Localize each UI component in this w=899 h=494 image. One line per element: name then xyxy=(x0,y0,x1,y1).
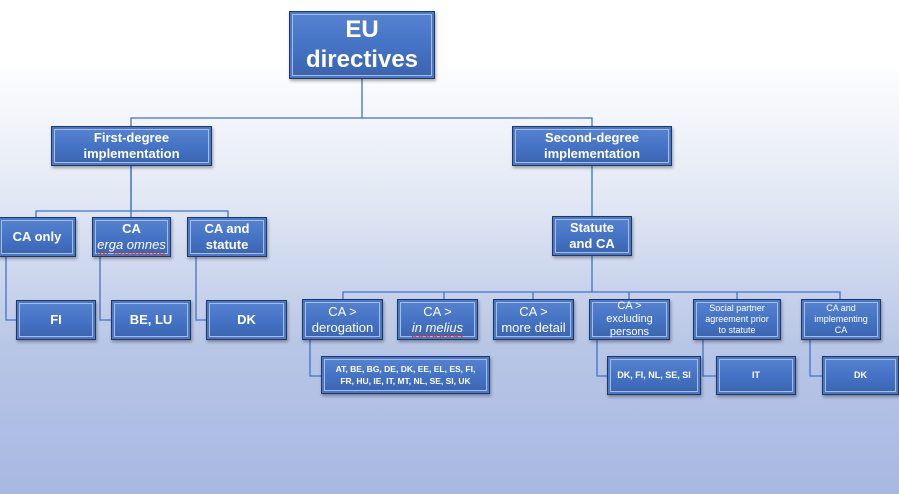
ca-more-detail-line1: CA > xyxy=(519,303,548,319)
ca-statute-line2: statute xyxy=(205,237,249,252)
leaf-be-lu: BE, LU xyxy=(111,300,191,340)
social-partner-agreement-box: Social partner agreement prior to statut… xyxy=(693,299,781,340)
ca-more-detail-box: CA > more detail xyxy=(493,299,574,340)
ca-excluding-persons-box: CA > excluding persons xyxy=(589,299,670,340)
root-line1: EU xyxy=(345,16,379,43)
social-partner-line2: agreement prior xyxy=(705,314,769,325)
ca-erga-line2: erga omnes xyxy=(97,237,166,252)
country-it-label: IT xyxy=(752,370,760,381)
ca-excluding-line3: persons xyxy=(609,326,650,339)
ca-erga-omnes-box: CA erga omnes xyxy=(92,217,171,257)
social-partner-line3: to statute xyxy=(718,324,756,335)
leaf-fi: FI xyxy=(16,300,96,340)
ca-in-melius-line1: CA > xyxy=(423,303,452,319)
leaf-fi-label: FI xyxy=(50,312,62,328)
ca-statute-line1: CA and xyxy=(204,221,250,237)
ca-implementing-line2: implementing xyxy=(814,314,868,325)
ca-excluding-line2: excluding xyxy=(606,312,653,325)
ca-derogation-line1: CA > xyxy=(328,303,357,319)
ca-derogation-line2: derogation xyxy=(311,319,374,335)
countries-excluding-label: DK, FI, NL, SE, SI xyxy=(617,370,691,381)
countries-derogation-box: AT, BE, BG, DE, DK, EE, EL, ES, FI, FR, … xyxy=(321,356,490,394)
ca-in-melius-box: CA > in melius xyxy=(397,299,478,340)
leaf-be-lu-label: BE, LU xyxy=(129,312,173,328)
countries-derogation-line1: AT, BE, BG, DE, DK, EE, EL, ES, FI, xyxy=(335,363,476,374)
second-degree-line1: Second-degree xyxy=(545,130,639,146)
first-degree-line1: First-degree xyxy=(93,130,170,146)
country-dk-box: DK xyxy=(822,356,899,395)
leaf-dk-label: DK xyxy=(237,312,256,328)
statute-ca-line1: Statute xyxy=(569,220,615,236)
statute-and-ca-box: Statute and CA xyxy=(552,216,632,256)
ca-more-detail-line2: more detail xyxy=(501,319,566,335)
statute-ca-line2: and CA xyxy=(569,236,615,251)
first-degree-implementation: First-degree implementation xyxy=(51,126,212,166)
ca-derogation-box: CA > derogation xyxy=(302,299,383,340)
ca-in-melius-line2: in melius xyxy=(411,319,464,335)
countries-excluding-box: DK, FI, NL, SE, SI xyxy=(607,356,701,395)
ca-and-statute-box: CA and statute xyxy=(187,217,267,257)
root-eu-directives: EU directives xyxy=(289,11,435,79)
social-partner-line1: Social partner xyxy=(709,303,765,314)
leaf-dk: DK xyxy=(206,300,287,340)
country-dk-label: DK xyxy=(854,370,867,381)
countries-derogation-line2: FR, HU, IE, IT, MT, NL, SE, SI, UK xyxy=(340,376,471,386)
first-degree-line2: implementation xyxy=(83,146,180,161)
root-line2: directives xyxy=(305,46,419,73)
ca-excluding-line1: CA > xyxy=(617,299,642,312)
country-it-box: IT xyxy=(716,356,796,395)
ca-and-implementing-ca-box: CA and implementing CA xyxy=(801,299,881,340)
second-degree-implementation: Second-degree implementation xyxy=(512,126,672,166)
ca-only-box: CA only xyxy=(0,217,76,257)
ca-implementing-line3: CA xyxy=(834,324,848,335)
ca-only-label: CA only xyxy=(12,229,62,245)
ca-implementing-line1: CA and xyxy=(826,303,856,314)
second-degree-line2: implementation xyxy=(543,146,641,161)
ca-erga-line1: CA xyxy=(122,221,141,237)
